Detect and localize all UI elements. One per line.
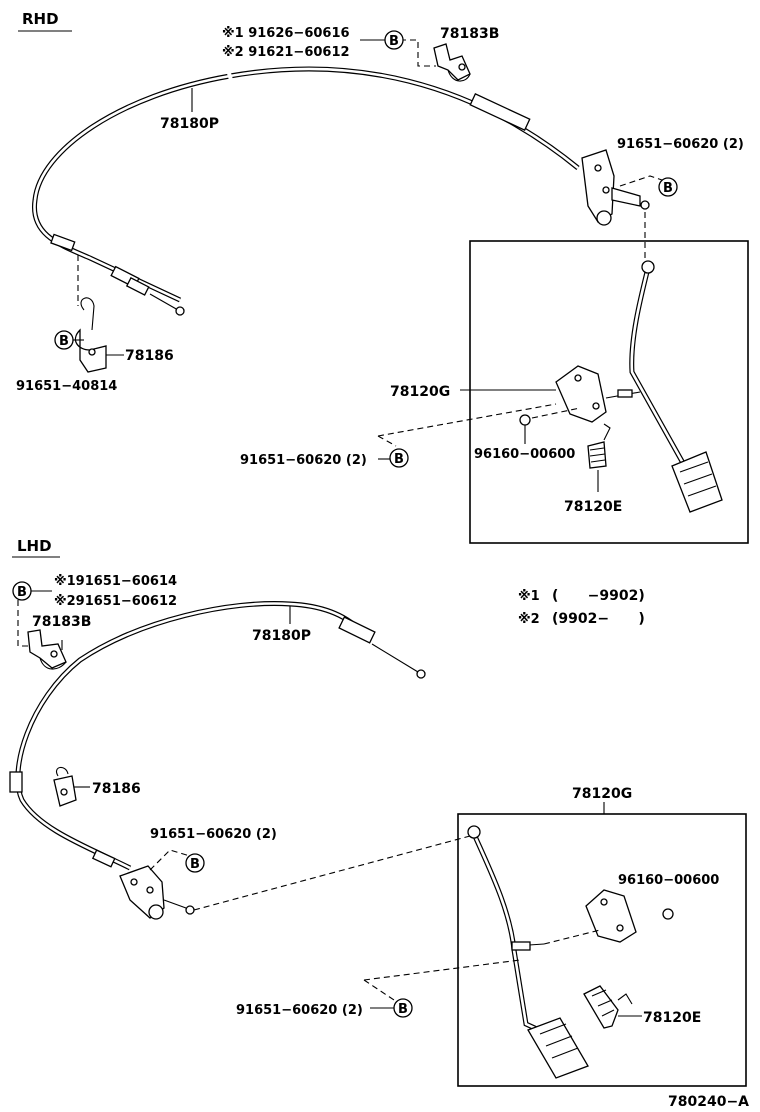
production-date-legend: ※1 ( −9902) ※2 (9902− ): [518, 588, 645, 627]
lhd-bolt-note-2: ※291651−60612: [54, 594, 177, 609]
rhd-clamp-label: 78183B: [440, 26, 499, 42]
rhd-pedal-box: [469, 240, 749, 544]
lhd-section: LHD B ※191651−60614 ※291651−60612 78183B: [9, 537, 747, 1087]
rhd-spring-78120e: [587, 423, 611, 469]
rhd-firewall-bracket: [581, 149, 650, 226]
lhd-clamp-label: 78183B: [32, 614, 91, 630]
rhd-bolt-note-1: ※1 91626−60616: [222, 26, 350, 41]
lhd-cable-78180p: [9, 601, 426, 871]
rhd-pedal-bolt-leader: [377, 403, 557, 447]
rhd-pedal-bolt-label: 91651−60620 (2): [240, 453, 367, 468]
lhd-spring-label: 78120E: [643, 1010, 701, 1026]
rhd-pedal-assembly-78120g: [555, 260, 723, 513]
rhd-bolt-pair-top-label: 91651−60620 (2): [617, 137, 744, 152]
lhd-bolt-b-letter: B: [17, 585, 27, 600]
lhd-spring-78120e: [583, 985, 633, 1029]
rhd-pedal-assy-label: 78120G: [390, 384, 450, 400]
lhd-pedal-box: [457, 813, 747, 1087]
rhd-section: RHD ※1 91626−60616 ※2 91621−60612 B: [16, 10, 749, 544]
figure-id: 780240−A: [668, 1094, 749, 1110]
legend-note2-mark: ※2: [518, 612, 540, 627]
lhd-bolt-pair-leader: [149, 849, 191, 871]
rhd-bushing-96160: [519, 414, 531, 444]
lhd-bracket-label: 78186: [92, 781, 141, 797]
lhd-pedal-assembly-78120g: [467, 825, 637, 1079]
lhd-pedal-bolt-label: 91651−60620 (2): [236, 1003, 363, 1018]
lhd-bolt-pair-label: 91651−60620 (2): [150, 827, 277, 842]
lhd-bolt-pair-b-letter: B: [190, 857, 200, 872]
rhd-bushing-label: 96160−00600: [474, 447, 575, 462]
lhd-clamp-78183b: [27, 629, 67, 670]
rhd-clamp-78183b: [433, 43, 471, 82]
rhd-bolt-b-marker: [384, 30, 404, 50]
lhd-bracket-78186: [53, 766, 77, 807]
lhd-firewall-bracket: [119, 865, 195, 920]
rhd-bolt-pair-top-b-marker: [658, 177, 678, 197]
rhd-clamp-leader: [380, 39, 436, 67]
rhd-bolt-pair-top-leader: [619, 175, 663, 187]
lhd-section-label: LHD: [17, 537, 52, 555]
lhd-bolt-note-1: ※191651−60614: [54, 574, 177, 589]
lhd-bushing-label: 96160−00600: [618, 873, 719, 888]
rhd-cable-78180p: [32, 66, 580, 316]
lhd-cable-label: 78180P: [252, 628, 311, 644]
legend-note1-mark: ※1: [518, 589, 540, 604]
lhd-pedal-assy-label: 78120G: [572, 786, 632, 802]
rhd-bracket-bolt-label: 91651−40814: [16, 379, 117, 394]
lhd-clamp-leader: [17, 600, 36, 647]
lhd-pivot-leader: [543, 929, 601, 945]
legend-note1-range: ( −9902): [552, 588, 645, 604]
rhd-bolt-pair-top-b-letter: B: [663, 181, 673, 196]
legend-note2-range: (9902− ): [552, 611, 645, 627]
lhd-pedal-bolt-b-marker: [393, 998, 413, 1018]
lhd-pedal-connect-leader: [193, 835, 471, 911]
rhd-bracket-bolt-b-letter: B: [59, 334, 69, 349]
rhd-pedal-bolt-b-letter: B: [394, 452, 404, 467]
rhd-bushing-leader: [531, 407, 581, 419]
rhd-bolt-note-2: ※2 91621−60612: [222, 45, 350, 60]
rhd-bolt-b-letter: B: [389, 34, 399, 49]
lhd-bolt-pair-b-marker: [185, 853, 205, 873]
lhd-bushing-96160: [662, 908, 674, 920]
rhd-bracket-78186: [74, 297, 107, 373]
lhd-pedal-bolt-leader: [363, 959, 521, 1001]
lhd-pedal-bolt-b-letter: B: [398, 1002, 408, 1017]
rhd-cable-label: 78180P: [160, 116, 219, 132]
rhd-section-label: RHD: [22, 10, 59, 28]
rhd-bracket-label: 78186: [125, 348, 174, 364]
rhd-pedal-bolt-b-marker: [389, 448, 409, 468]
rhd-spring-label: 78120E: [564, 499, 622, 515]
